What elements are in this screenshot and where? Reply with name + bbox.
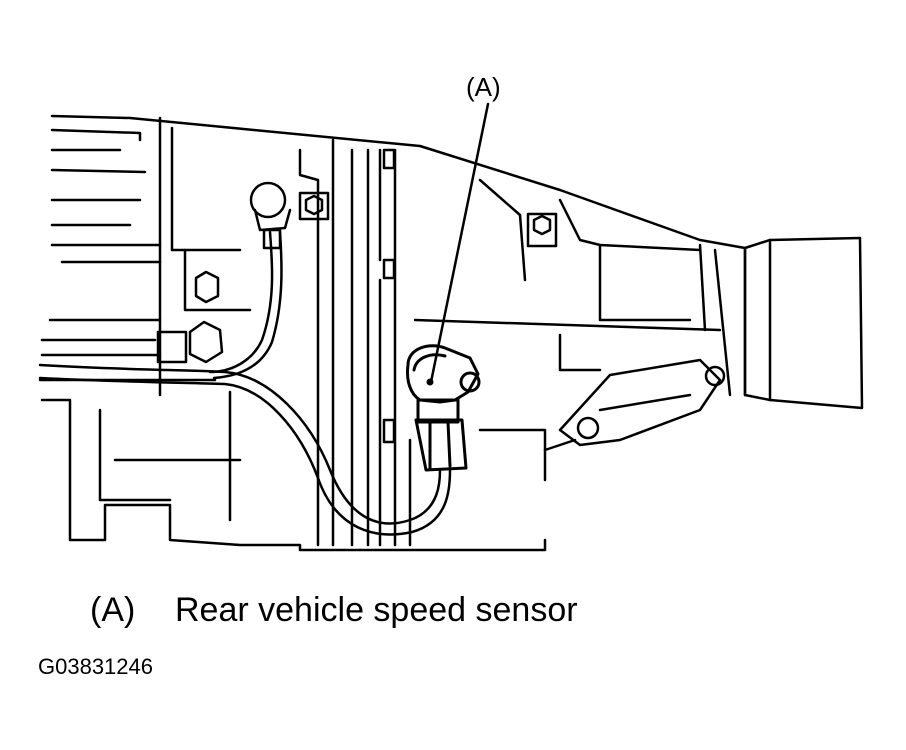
- mounting-bracket: [480, 360, 724, 480]
- bolts: [158, 150, 556, 442]
- wire-harness: [40, 183, 450, 534]
- legend-text: Rear vehicle speed sensor: [175, 591, 578, 629]
- extension-housing: [415, 180, 862, 408]
- figure-id: G03831246: [38, 654, 153, 679]
- callout-label: (A): [466, 72, 501, 102]
- legend-key: (A): [90, 591, 136, 629]
- transmission-housing: [40, 116, 745, 550]
- rear-vehicle-speed-sensor: [408, 346, 480, 470]
- housing-ribs: [300, 140, 410, 545]
- callout-leader-line: [431, 104, 488, 382]
